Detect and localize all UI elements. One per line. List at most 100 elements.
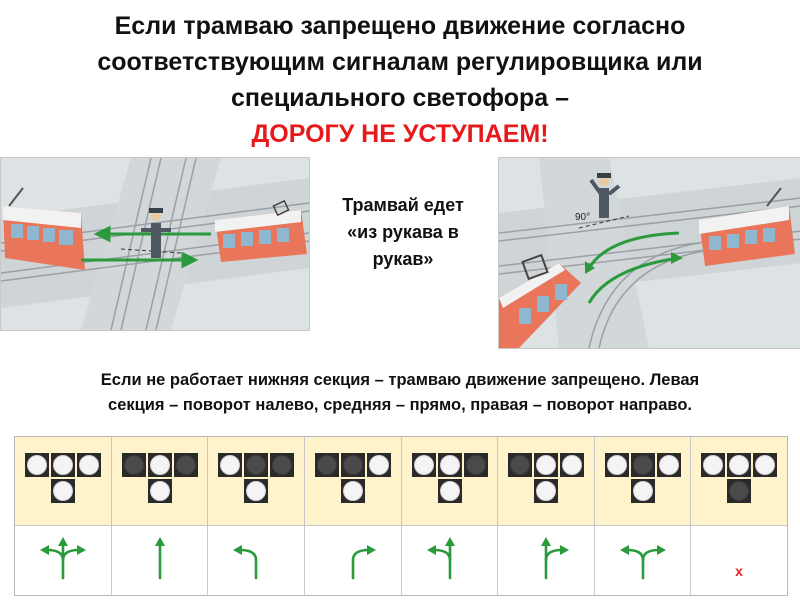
- direction-arrows-icon: [154, 537, 165, 580]
- signal-column-8: x: [691, 437, 787, 595]
- direction-arrows-icon: [351, 545, 376, 580]
- tram-traffic-light-icon: [411, 453, 488, 503]
- traffic-regulator-figure-right: [589, 173, 621, 218]
- tram-traffic-light-icon: [25, 453, 101, 503]
- tram-traffic-light-icon: [314, 453, 391, 503]
- arrow-right-icon: [641, 548, 661, 562]
- arrow-straight-head: [444, 537, 455, 546]
- signal-lamp-bottom-on: [149, 481, 170, 501]
- signal-column-5: [401, 437, 499, 595]
- arrow-left-head: [619, 545, 629, 555]
- signal-lamp-mid-on: [439, 455, 460, 475]
- signal-lamp-left-on: [27, 455, 47, 475]
- signal-lamp-mid-off: [246, 455, 267, 475]
- arrow-right-icon: [61, 548, 81, 562]
- caption-line-3: рукав»: [372, 249, 434, 269]
- arrow-left-head: [40, 545, 49, 555]
- arrow-right-head: [77, 545, 86, 555]
- signal-lamp-right-off: [272, 455, 293, 475]
- arrow-right-icon: [544, 548, 564, 562]
- signal-lamp-mid-on: [536, 455, 557, 475]
- page-title: Если трамваю запрещено движение согласно…: [0, 8, 800, 152]
- signal-lamps-cell: [594, 437, 691, 526]
- signal-lamp-left-off: [510, 455, 531, 475]
- signal-lamp-bottom-on: [536, 481, 557, 501]
- signal-lamp-left-off: [123, 455, 144, 475]
- signal-column-7: [594, 437, 692, 595]
- rule-line-2: секция – поворот налево, средняя – прямо…: [108, 396, 692, 414]
- title-line-2: соответствующим сигналам регулировщика и…: [97, 48, 703, 76]
- signal-rule-text: Если не работает нижняя секция – трамваю…: [20, 368, 780, 418]
- arrow-right-head: [366, 545, 376, 555]
- tram-intersection-drawing: [1, 158, 309, 330]
- arrow-right-head: [656, 545, 666, 555]
- signal-lamps-cell: [498, 437, 594, 526]
- allowed-directions-cell: [15, 526, 111, 595]
- signal-lamp-bottom-on: [246, 481, 267, 501]
- arrow-straight-head: [58, 537, 68, 546]
- allowed-directions-cell: [208, 526, 304, 595]
- direction-arrows-icon: [541, 537, 570, 580]
- signal-column-3: [208, 437, 305, 595]
- title-highlight: ДОРОГУ НЕ УСТУПАЕМ!: [251, 120, 549, 148]
- signal-lamp-bottom-on: [632, 481, 653, 501]
- signal-column-4: [304, 437, 402, 595]
- signal-lamps-cell: [304, 437, 401, 526]
- tram-traffic-light-icon: [604, 453, 681, 503]
- signal-lamp-mid-off: [342, 455, 363, 475]
- signal-lamp-bottom-off: [729, 481, 750, 501]
- traffic-regulator-figure: [141, 208, 171, 258]
- arrow-straight-head: [154, 537, 165, 546]
- direction-arrows-icon: [233, 545, 258, 580]
- signal-lamp-mid-on: [53, 455, 73, 475]
- arrow-left-head: [426, 545, 436, 555]
- direction-arrows-icon: [40, 537, 86, 580]
- signal-lamps-cell: [401, 437, 498, 526]
- signal-lamp-bottom-on: [53, 481, 73, 501]
- signal-lamp-mid-on: [729, 455, 750, 475]
- signal-lamp-left-on: [606, 455, 627, 475]
- signal-column-2: [111, 437, 209, 595]
- tram-turn-left: [499, 253, 581, 348]
- signal-lamp-right-on: [755, 455, 776, 475]
- green-arrows-right: [587, 231, 680, 304]
- signal-lamp-bottom-on: [342, 481, 363, 501]
- caption-line-1: Трамвай едет: [342, 195, 464, 215]
- signal-lamp-left-on: [220, 455, 241, 475]
- signal-column-1: [15, 437, 112, 595]
- title-line-3: специального светофора –: [230, 84, 569, 112]
- arrow-left-icon: [238, 548, 258, 562]
- allowed-directions-cell: [111, 526, 208, 595]
- tram-traffic-light-icon: [701, 453, 778, 503]
- signal-lamps-cell: [15, 437, 111, 526]
- tram-traffic-light-icon: [218, 453, 295, 503]
- tram-traffic-light-icon: [508, 453, 585, 503]
- signal-lamps-cell: [208, 437, 304, 526]
- tram-right: [215, 199, 307, 262]
- rule-line-1: Если не работает нижняя секция – трамваю…: [100, 371, 700, 389]
- illustration-tram-turn: 90°: [498, 157, 800, 349]
- title-line-1: Если трамваю запрещено движение согласно: [114, 12, 686, 40]
- signal-lamp-left-off: [316, 455, 337, 475]
- signal-lamp-right-on: [368, 455, 389, 475]
- direction-arrows-icon: [619, 545, 666, 580]
- arrow-right-head: [560, 545, 570, 555]
- caption-line-2: «из рукава в: [347, 222, 459, 242]
- forbidden-mark: x: [735, 563, 743, 579]
- signal-lamp-right-on: [562, 455, 583, 475]
- signal-lamp-mid-off: [632, 455, 653, 475]
- signal-lamp-right-on: [658, 455, 679, 475]
- arrow-left-head: [233, 545, 243, 555]
- direction-arrows-icon: [426, 537, 455, 580]
- arrow-straight-head: [541, 537, 552, 546]
- arrow-left-icon: [432, 548, 451, 562]
- angle-label: 90°: [575, 212, 590, 223]
- tram-turn-right: [699, 187, 795, 266]
- tram-turn-drawing: 90°: [499, 158, 800, 348]
- allowed-directions-cell: [594, 526, 691, 595]
- signal-column-6: [498, 437, 595, 595]
- signal-lamp-right-off: [175, 455, 196, 475]
- allowed-directions-cell: x: [691, 526, 787, 595]
- allowed-directions-cell: [498, 526, 594, 595]
- illustration-tram-stop: [0, 157, 310, 331]
